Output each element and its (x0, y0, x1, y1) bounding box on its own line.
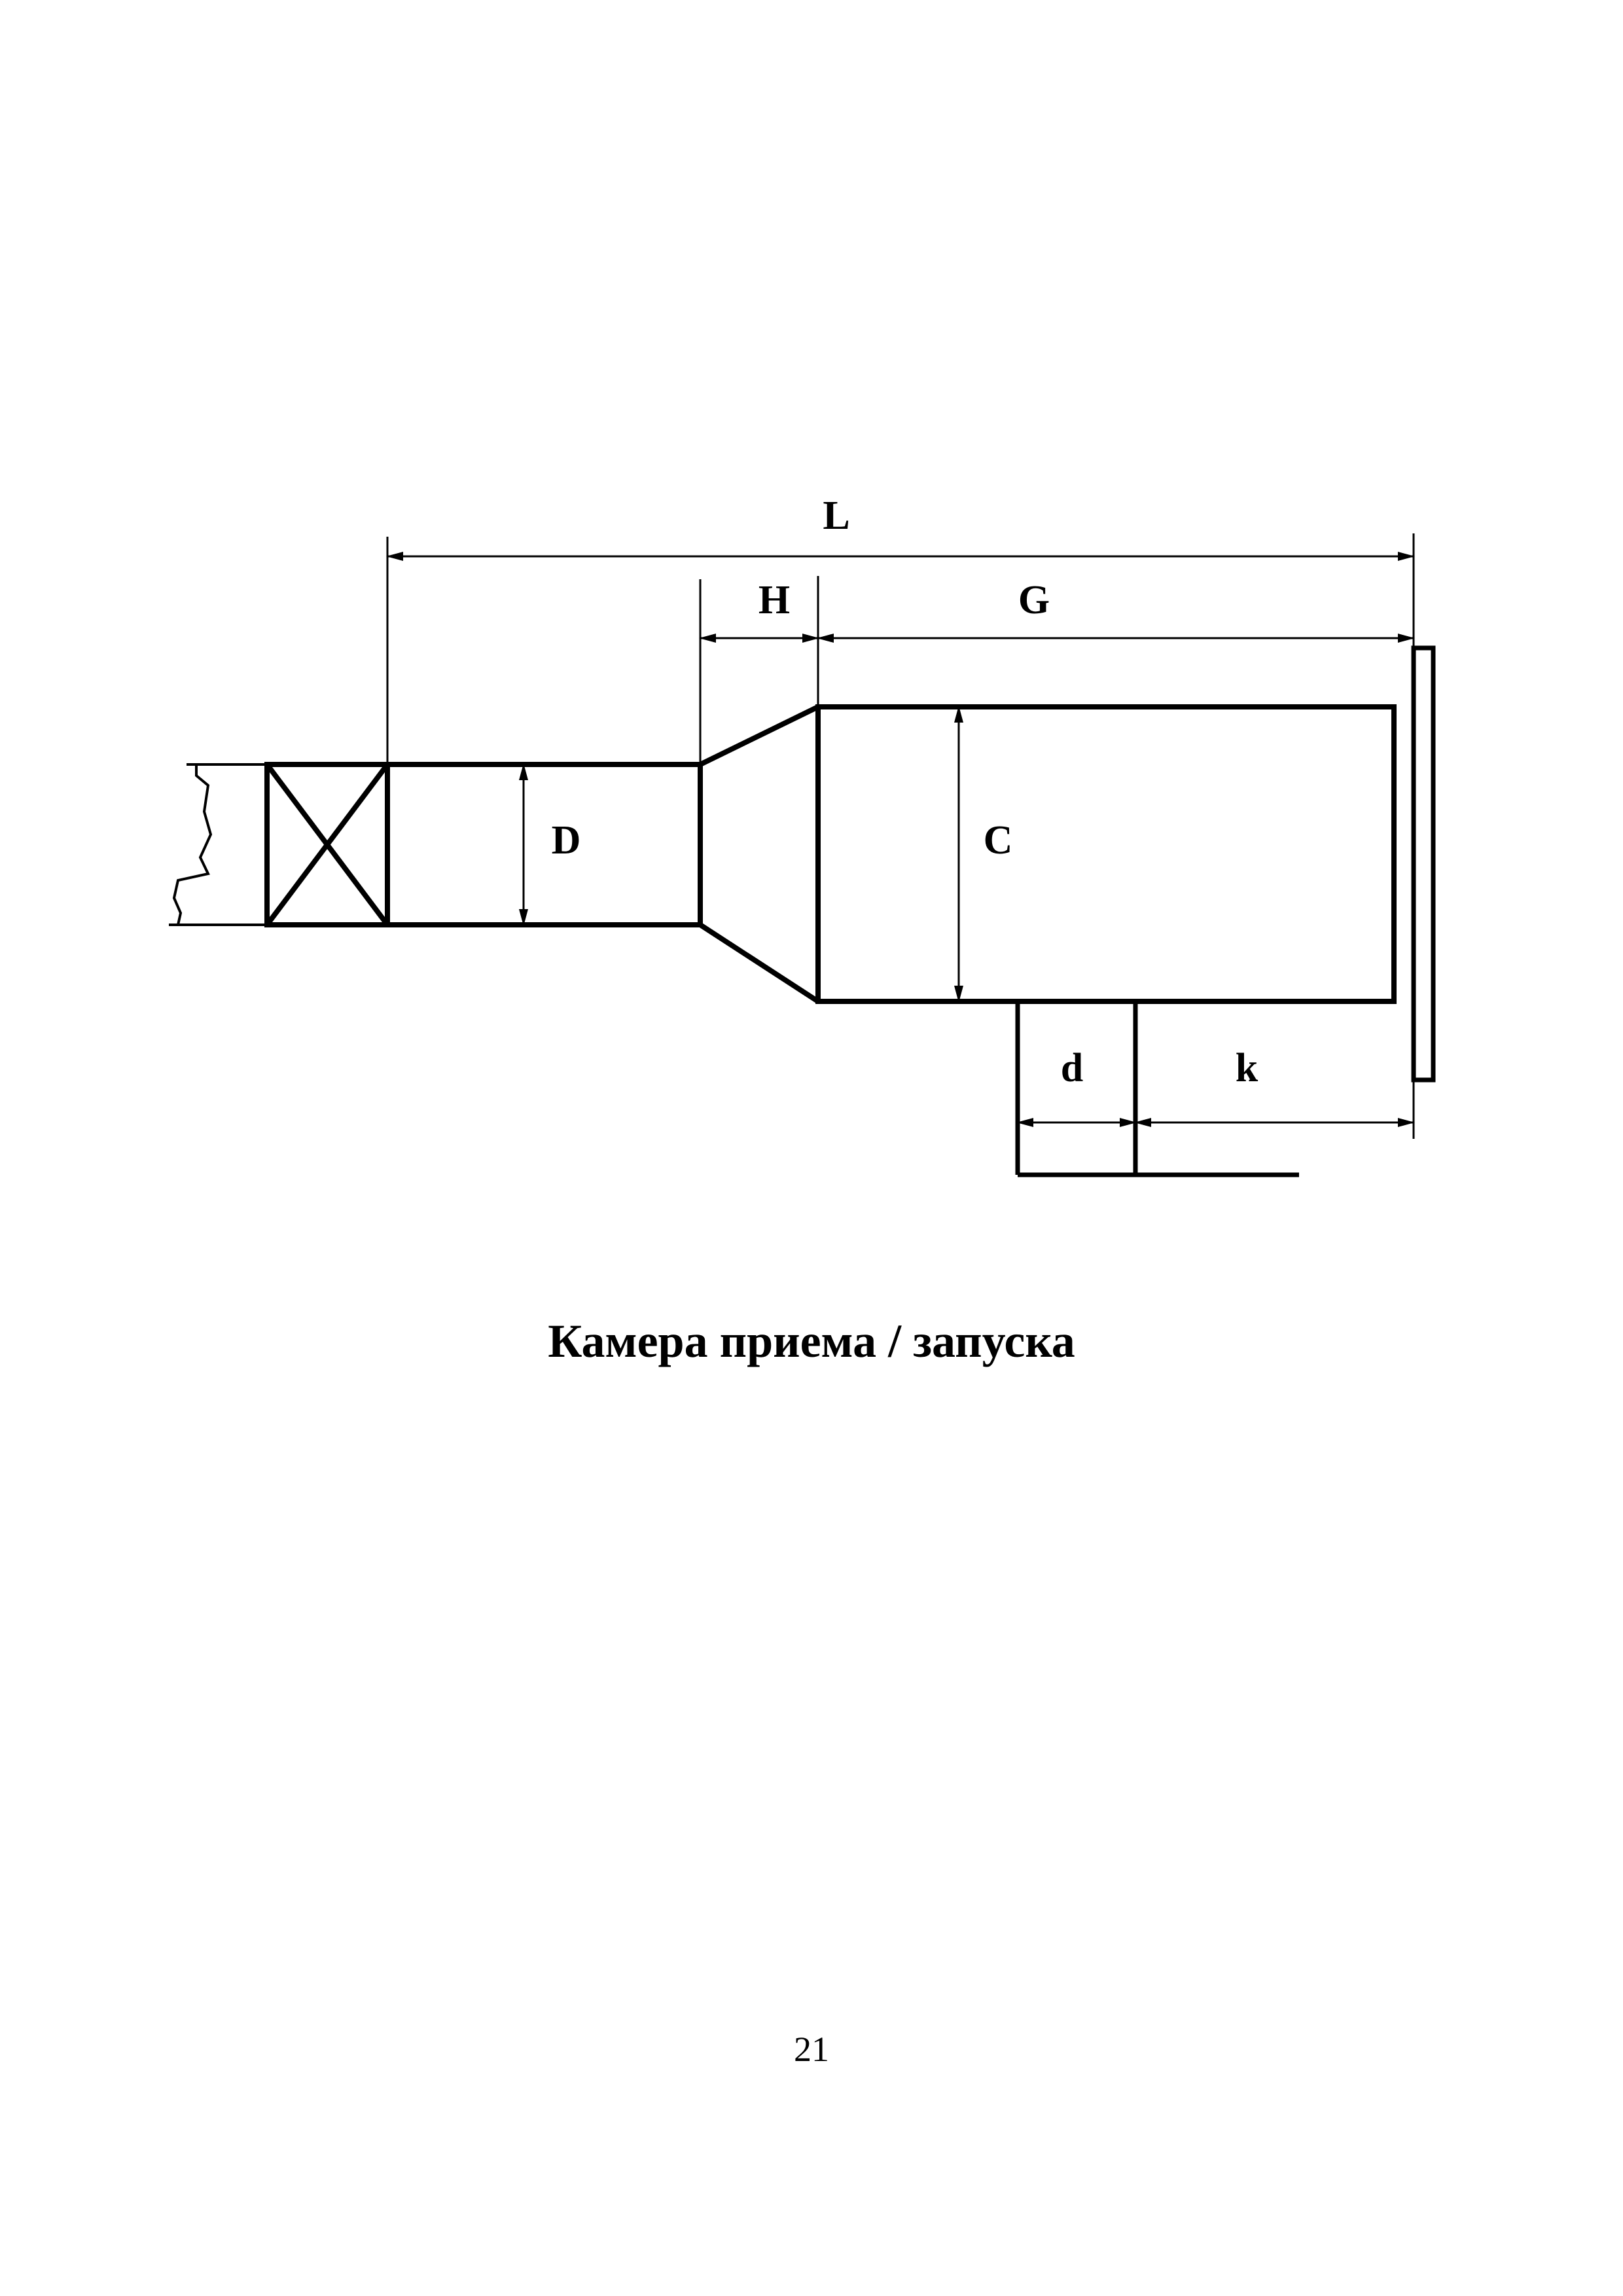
label-C: C (984, 818, 1013, 863)
reducer-cone (698, 704, 820, 1004)
label-k: k (1236, 1046, 1258, 1090)
valve-symbol (264, 762, 390, 927)
label-H: H (758, 578, 790, 622)
chamber-body (815, 704, 1397, 1004)
label-d: d (1061, 1046, 1083, 1090)
branch-outlet (1015, 1001, 1299, 1177)
page-number: 21 (794, 2030, 829, 2069)
label-G: G (1018, 578, 1050, 622)
label-L: L (823, 493, 849, 538)
figure-caption: Камера приема / запуска (548, 1315, 1075, 1367)
label-D: D (552, 818, 581, 863)
pipe-break-outline (169, 763, 267, 926)
extension-lines (386, 533, 1415, 1139)
end-closure (1411, 645, 1436, 1083)
pipe-section (387, 762, 703, 927)
